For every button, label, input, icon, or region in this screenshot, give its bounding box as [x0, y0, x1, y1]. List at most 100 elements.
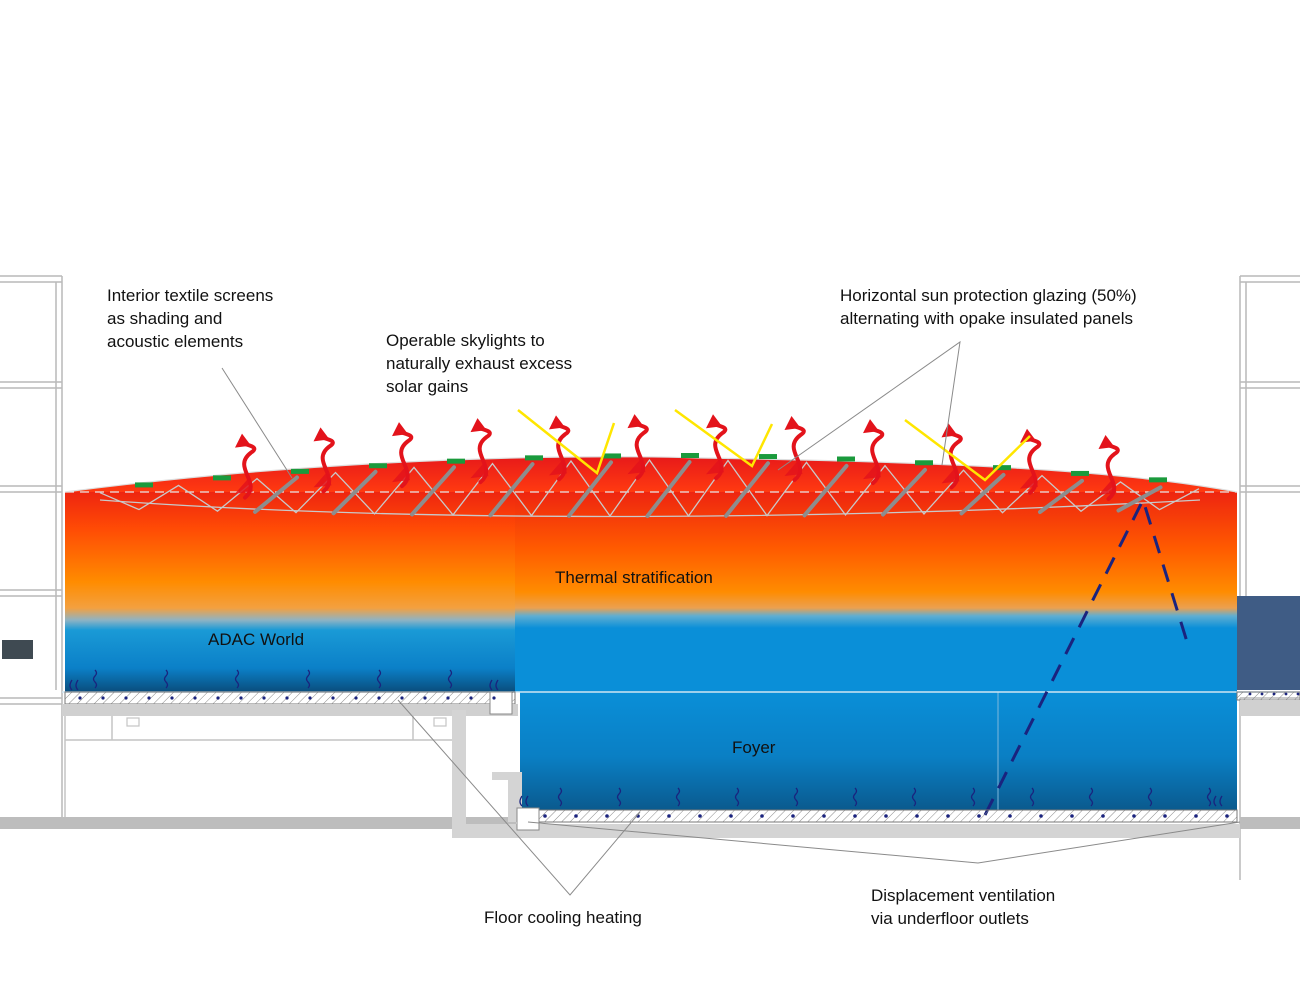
glazing-panel [1071, 470, 1089, 476]
glazing-panel [213, 475, 231, 481]
roof-volume [65, 456, 1237, 492]
textile-screen [567, 460, 613, 518]
outlet-dot [1008, 814, 1012, 818]
exhaust-arrowhead [1020, 428, 1036, 443]
sun-protection-glazing-panels [135, 453, 1167, 488]
left-building-dark-panel [2, 640, 33, 659]
glazing-panel [681, 453, 699, 459]
roof-truss [99, 458, 1201, 518]
exhaust-arrowhead [941, 423, 958, 438]
textile-screen [802, 463, 849, 518]
outlet-dot [884, 814, 888, 818]
outlet-dot [492, 696, 496, 700]
sun-ray [674, 408, 774, 468]
exhaust-swirl [1020, 472, 1038, 489]
outlet-dot [193, 696, 197, 700]
outlet-dot [1225, 814, 1229, 818]
exhaust-swirl [313, 471, 332, 488]
outlet-dot [78, 696, 82, 700]
right-adjacent-building [1239, 275, 1300, 880]
right-hall-volume [515, 492, 1237, 692]
outlet-dot [1296, 692, 1300, 696]
left-adjacent-building [0, 275, 63, 820]
outlet-dot [915, 814, 919, 818]
label-floor-cooling-heating: Floor cooling heating [484, 908, 642, 927]
heat-squiggle [92, 669, 98, 689]
outlet-dot [1070, 814, 1074, 818]
exhaust-arrowhead [392, 422, 408, 437]
outlet-dot [239, 696, 243, 700]
exhaust-arrowhead [627, 414, 644, 429]
textile-screen [959, 472, 1006, 516]
truss-bottom-chord [99, 499, 1201, 518]
sun-ray [904, 419, 1031, 482]
glazing-panel [447, 458, 465, 464]
outlet-dot [791, 814, 795, 818]
exhaust-swirl [627, 458, 646, 475]
outlet-flow [495, 679, 499, 691]
outlet-dot [1101, 814, 1105, 818]
outlet-dot [216, 696, 220, 700]
glazing-panel [369, 463, 387, 469]
glazing-panel [915, 460, 933, 466]
outlet-flow [1213, 795, 1217, 807]
outlet-dot [822, 814, 826, 818]
exhaust-swirl [470, 462, 489, 479]
exhaust-arrowhead [1098, 434, 1115, 449]
label-operable-skylights: Operable skylights to naturally exhaust … [386, 331, 573, 396]
exhaust-swirl [863, 463, 881, 480]
exhaust-swirl [1098, 478, 1117, 495]
outlet-dot [147, 696, 151, 700]
outlet-dot [729, 814, 733, 818]
heat-squiggle [234, 669, 240, 689]
outlet-dot [170, 696, 174, 700]
glazing-panel [993, 465, 1011, 471]
outlet-flow [1219, 795, 1223, 807]
textile-screens [253, 460, 1163, 518]
outlet-dot [1260, 692, 1264, 696]
exhaust-arrowhead [470, 418, 487, 433]
outlet-dot [101, 696, 105, 700]
heat-squiggle [1088, 787, 1094, 807]
heat-squiggle [970, 787, 976, 807]
outlet-dot [1163, 814, 1167, 818]
outlet-dot [469, 696, 473, 700]
heat-squiggle [1147, 787, 1153, 807]
exhaust-arrowhead [549, 415, 565, 430]
label-displacement-ventilation: Displacement ventilation via underfloor … [871, 886, 1056, 928]
exhaust-swirl [706, 458, 724, 475]
label-sun-protection-glazing: Horizontal sun protection glazing (50%) … [840, 286, 1137, 328]
outlet-dot [124, 696, 128, 700]
zone-thermal-stratification: Thermal stratification [555, 568, 713, 587]
outlet-dot [331, 696, 335, 700]
textile-screen [1116, 485, 1163, 513]
outlet-dot [1272, 692, 1276, 696]
sun-ray [517, 409, 616, 476]
outlet-dot [1194, 814, 1198, 818]
outlet-dot [853, 814, 857, 818]
outlet-flow [525, 795, 529, 807]
zone-adac-world: ADAC World [208, 630, 305, 649]
exhaust-swirl [235, 477, 253, 494]
heat-squiggle [376, 669, 382, 689]
glazing-panel [837, 456, 855, 462]
outlet-dot [354, 696, 358, 700]
textile-screen [724, 461, 770, 518]
zone-foyer: Foyer [732, 738, 776, 757]
roof-outline [64, 456, 1238, 493]
label-textile-screens: Interior textile screens as shading and … [107, 286, 274, 351]
glazing-panel [1149, 477, 1167, 483]
right-building-dark-panel [1229, 596, 1300, 690]
leader-lines [221, 340, 1241, 896]
exhaust-arrowhead [784, 415, 801, 430]
exhaust-swirl [392, 466, 410, 483]
outlet-dot [285, 696, 289, 700]
outlet-dot [977, 814, 981, 818]
heat-squiggle [305, 669, 311, 689]
outlet-flow [75, 679, 79, 691]
exhaust-swirl [941, 467, 960, 484]
outlet-dot [423, 696, 427, 700]
heat-squiggle [1029, 787, 1035, 807]
heat-squiggle [447, 669, 453, 689]
